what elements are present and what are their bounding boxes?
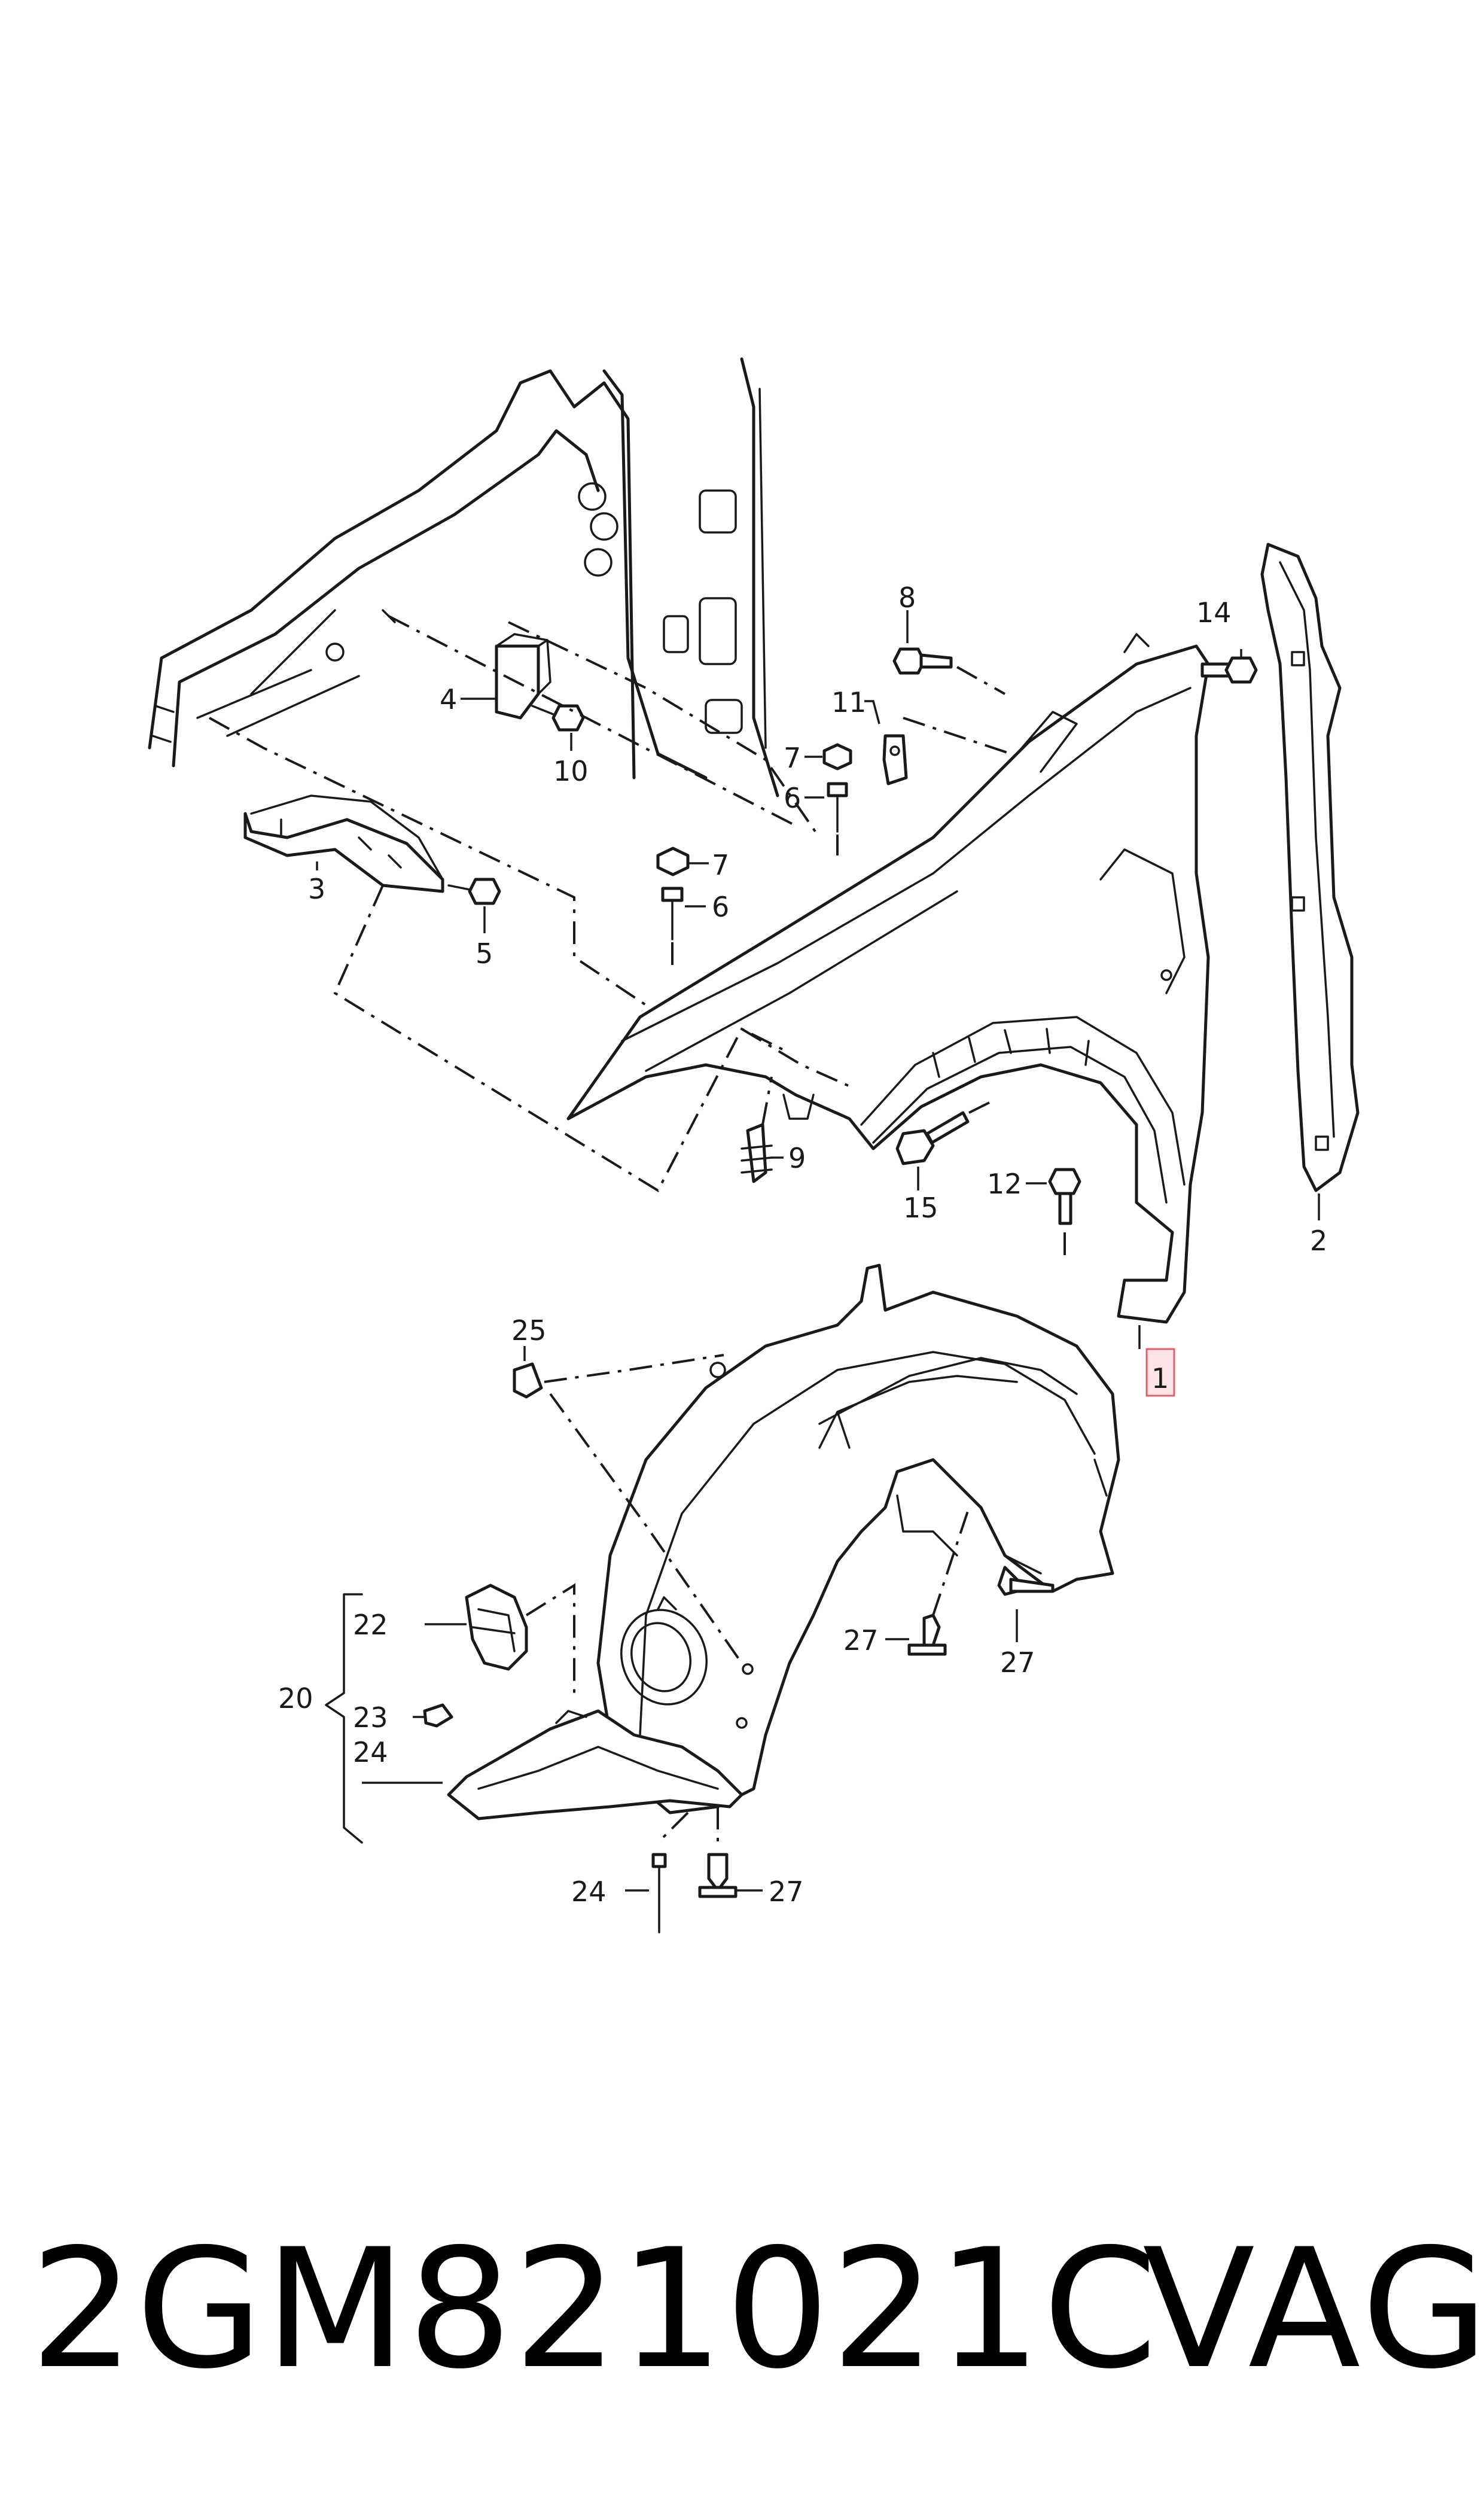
- bracket-part-3: [243, 794, 444, 893]
- callout-27-mid[interactable]: 27: [843, 1624, 879, 1657]
- screw-part-27-right: [997, 1566, 1055, 1642]
- callout-14[interactable]: 14: [1196, 596, 1232, 629]
- group-bracket-20: [325, 1593, 363, 1844]
- callout-27-lower[interactable]: 27: [769, 1875, 804, 1908]
- callout-8[interactable]: 8: [898, 581, 916, 614]
- highlight-box-1: [1145, 1348, 1175, 1397]
- cover-part-22: [425, 1583, 575, 1693]
- nut-part-7-upper: [805, 743, 852, 771]
- clip-part-23: [413, 1703, 453, 1728]
- bolt-part-10: [531, 704, 585, 751]
- bolt-part-12: [1026, 1168, 1081, 1262]
- body-structure: [148, 357, 779, 797]
- screw-part-27-mid: [885, 1507, 970, 1656]
- bolt-part-5: [447, 878, 501, 933]
- brand-name: VAG: [1142, 2213, 1484, 2405]
- screw-part-27-lower: [698, 1807, 763, 1898]
- callout-5[interactable]: 5: [476, 937, 493, 970]
- stud-part-9: [741, 1076, 784, 1183]
- callout-6-upper[interactable]: 6: [784, 782, 801, 814]
- callout-4[interactable]: 4: [440, 683, 457, 715]
- footer: 2GM821021C VAG: [0, 2213, 1484, 2405]
- bolt-part-8: [892, 610, 1005, 695]
- bolt-part-6-lower: [661, 887, 706, 969]
- clip-part-11: [864, 700, 1011, 785]
- callout-24-upper[interactable]: 24: [353, 1736, 388, 1768]
- callout-10[interactable]: 10: [553, 755, 589, 787]
- callout-2[interactable]: 2: [1310, 1225, 1327, 1257]
- callout-27-right[interactable]: 27: [1000, 1646, 1035, 1679]
- assembly-lines: [209, 615, 856, 1192]
- callout-11[interactable]: 11: [831, 686, 867, 718]
- callout-20[interactable]: 20: [278, 1682, 313, 1715]
- callout-1[interactable]: 1: [1151, 1362, 1169, 1395]
- callout-7-lower[interactable]: 7: [712, 849, 729, 881]
- bolt-part-15: [895, 1100, 994, 1191]
- part-number: 2GM821021C: [30, 2213, 1159, 2405]
- callout-15[interactable]: 15: [903, 1192, 938, 1224]
- rivet-part-24: [625, 1811, 689, 1934]
- callout-7-upper[interactable]: 7: [784, 742, 801, 774]
- callout-12[interactable]: 12: [987, 1168, 1022, 1200]
- nut-part-7-lower: [656, 847, 709, 876]
- bolt-part-6-upper: [805, 782, 848, 855]
- fender-part-1: [566, 633, 1210, 1324]
- nut-part-25: [513, 1346, 743, 1664]
- callout-24-lower[interactable]: 24: [571, 1875, 607, 1908]
- seal-part-2: [1260, 543, 1360, 1220]
- wheel-arch-liner: [447, 1263, 1120, 1820]
- callout-23[interactable]: 23: [353, 1701, 388, 1734]
- callout-9[interactable]: 9: [788, 1142, 806, 1174]
- callout-22[interactable]: 22: [353, 1609, 388, 1641]
- callout-6-lower[interactable]: 6: [712, 891, 729, 923]
- callout-25[interactable]: 25: [511, 1314, 547, 1347]
- bolt-part-14: [1200, 649, 1258, 684]
- callout-3[interactable]: 3: [308, 873, 325, 905]
